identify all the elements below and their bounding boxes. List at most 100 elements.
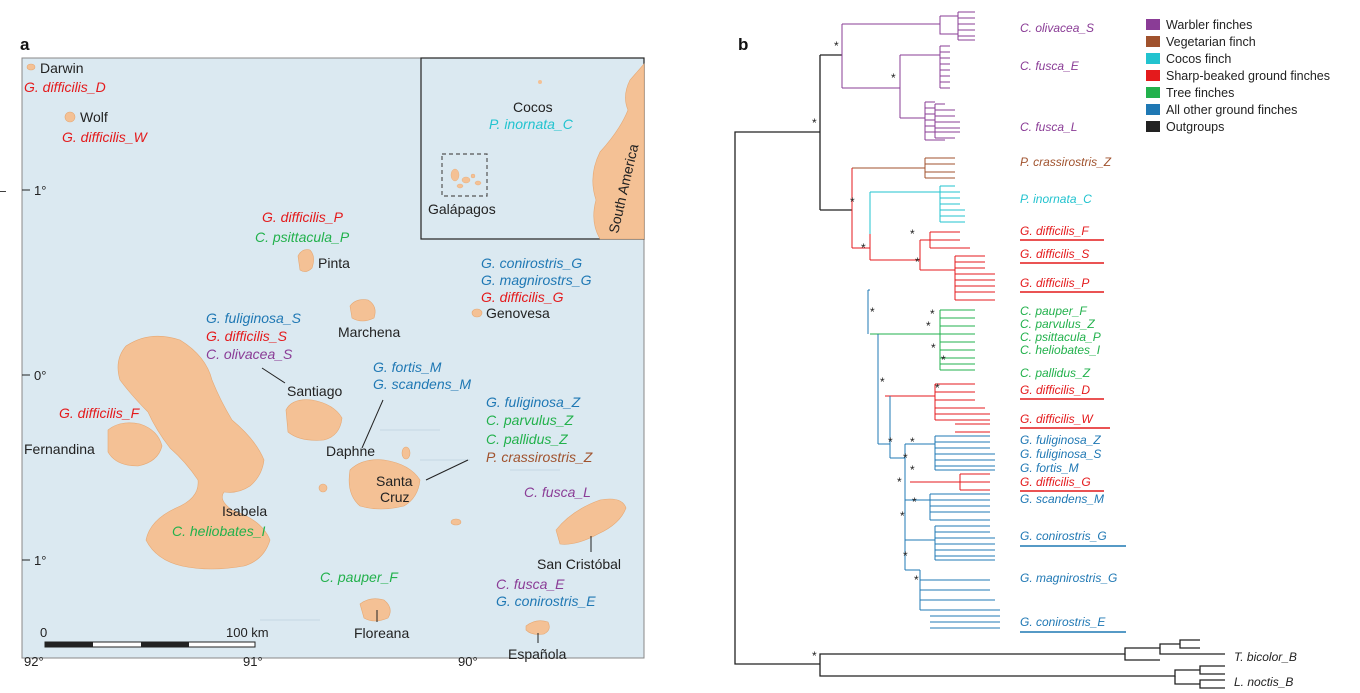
isabela-island xyxy=(117,335,271,570)
legend-swatch xyxy=(1146,121,1160,132)
support-mark: * xyxy=(910,435,915,449)
species-label: G. difficilis_S xyxy=(206,328,288,344)
legend-swatch xyxy=(1146,36,1160,47)
floreana-island xyxy=(359,598,391,622)
legend-label: Vegetarian finch xyxy=(1166,35,1256,49)
tree-backbone xyxy=(734,54,1225,689)
cocos-island-dot xyxy=(538,80,542,84)
support-mark: * xyxy=(903,549,908,563)
san-cristobal-island xyxy=(555,498,627,545)
genovesa-label: Genovesa xyxy=(486,305,550,321)
clade-sharp-beaked-1 xyxy=(851,168,995,301)
species-label: C. olivacea_S xyxy=(206,346,293,362)
lon-tick-label: 91° xyxy=(243,654,263,669)
cocos-species-label: P. inornata_C xyxy=(489,116,574,132)
tip-label: C. fusca_E xyxy=(1020,59,1080,73)
pinta-label: Pinta xyxy=(318,255,350,271)
fernandina-island xyxy=(107,422,163,467)
panel-a-label: a xyxy=(20,35,30,54)
support-mark: * xyxy=(914,573,919,587)
support-mark: * xyxy=(935,381,940,395)
lon-tick-label: 90° xyxy=(458,654,478,669)
inset-map: Cocos P. inornata_C Galápagos South Amer… xyxy=(420,57,645,240)
support-mark: * xyxy=(900,509,905,523)
darwin-island xyxy=(26,63,36,71)
support-mark: * xyxy=(834,39,839,53)
daphne-label: Daphne xyxy=(326,443,375,459)
galapagos-label: Galápagos xyxy=(428,201,496,217)
support-mark: * xyxy=(897,475,902,489)
panel-b-label: b xyxy=(738,35,748,54)
support-mark: * xyxy=(912,495,917,509)
clade-tree-finches xyxy=(870,309,975,371)
map-panel: Darwin Wolf Pinta Marchena Genovesa Sant… xyxy=(0,57,645,669)
support-mark: * xyxy=(850,195,855,209)
species-label: C. parvulus_Z xyxy=(486,412,574,428)
support-mark: * xyxy=(812,116,817,130)
floreana-label: Floreana xyxy=(354,625,409,641)
legend-swatch xyxy=(1146,19,1160,30)
tip-label: G. magnirostris_G xyxy=(1020,571,1117,585)
clade-vegetarian xyxy=(852,157,955,179)
tip-label: T. bicolor_B xyxy=(1234,650,1297,664)
scale-bar: 0 100 km xyxy=(40,625,269,648)
wolf-label: Wolf xyxy=(80,109,108,125)
tip-label: C. pallidus_Z xyxy=(1020,366,1091,380)
clade-warbler xyxy=(841,11,975,141)
leader-lines xyxy=(261,367,592,643)
santa-fe-island xyxy=(450,518,462,526)
isabela-label: Isabela xyxy=(222,503,267,519)
tip-label: G. fuliginosa_Z xyxy=(1020,433,1101,447)
tip-label: G. difficilis_S xyxy=(1020,247,1089,261)
support-mark: * xyxy=(880,375,885,389)
tip-label: G. conirostris_G xyxy=(1020,529,1107,543)
support-mark: * xyxy=(870,305,875,319)
santiago-island xyxy=(285,399,343,441)
species-label: G. difficilis_F xyxy=(59,405,141,421)
lat-tick-label: 0° xyxy=(34,368,46,383)
species-label: C. heliobates_I xyxy=(172,523,266,539)
species-label: G. difficilis_W xyxy=(62,129,149,145)
tip-label: G. difficilis_W xyxy=(1020,412,1094,426)
species-label: P. crassirostris_Z xyxy=(486,449,593,465)
tip-label: G. scandens_M xyxy=(1020,492,1104,506)
support-stars: * * * * * * * * * * * * * * * * * * * * … xyxy=(812,39,946,663)
lat-tick-marks xyxy=(22,189,30,561)
species-label: G. fuliginosa_S xyxy=(206,310,302,326)
legend-swatch xyxy=(1146,87,1160,98)
cocos-label: Cocos xyxy=(513,99,553,115)
species-label: G. difficilis_D xyxy=(24,79,106,95)
marchena-island xyxy=(349,299,376,322)
espanola-island xyxy=(525,620,550,635)
support-mark: * xyxy=(888,435,893,449)
bathymetry-lines xyxy=(260,429,560,621)
tip-label: G. fuliginosa_S xyxy=(1020,447,1101,461)
tip-label: G. conirostris_E xyxy=(1020,615,1106,629)
wolf-island xyxy=(64,111,76,123)
tip-label: G. difficilis_G xyxy=(1020,475,1091,489)
darwin-label: Darwin xyxy=(40,60,84,76)
clade-sharp-beaked-2 xyxy=(885,383,990,491)
tip-label: P. inornata_C xyxy=(1020,192,1092,206)
tip-labels: C. olivacea_S C. fusca_E C. fusca_L P. c… xyxy=(1020,21,1297,689)
support-mark: * xyxy=(910,227,915,241)
tip-underlines xyxy=(1020,239,1126,633)
legend: Warbler finches Vegetarian finch Cocos f… xyxy=(1146,18,1330,134)
marchena-label: Marchena xyxy=(338,324,400,340)
santa-cruz-island xyxy=(348,459,421,510)
santa-cruz-label-1: Santa xyxy=(376,473,413,489)
legend-label: Sharp-beaked ground finches xyxy=(1166,69,1330,83)
legend-label: Warbler finches xyxy=(1166,18,1252,32)
support-mark: * xyxy=(910,463,915,477)
legend-swatch xyxy=(1146,70,1160,81)
tip-label: C. olivacea_S xyxy=(1020,21,1094,35)
lat-tick-label: 1° xyxy=(34,183,46,198)
species-label: G. difficilis_P xyxy=(262,209,344,225)
legend-swatch xyxy=(1146,104,1160,115)
species-label: G. fuliginosa_Z xyxy=(486,394,581,410)
lon-tick-label: 92° xyxy=(24,654,44,669)
santiago-label: Santiago xyxy=(287,383,342,399)
support-mark: * xyxy=(891,71,896,85)
pinta-island xyxy=(297,249,314,272)
